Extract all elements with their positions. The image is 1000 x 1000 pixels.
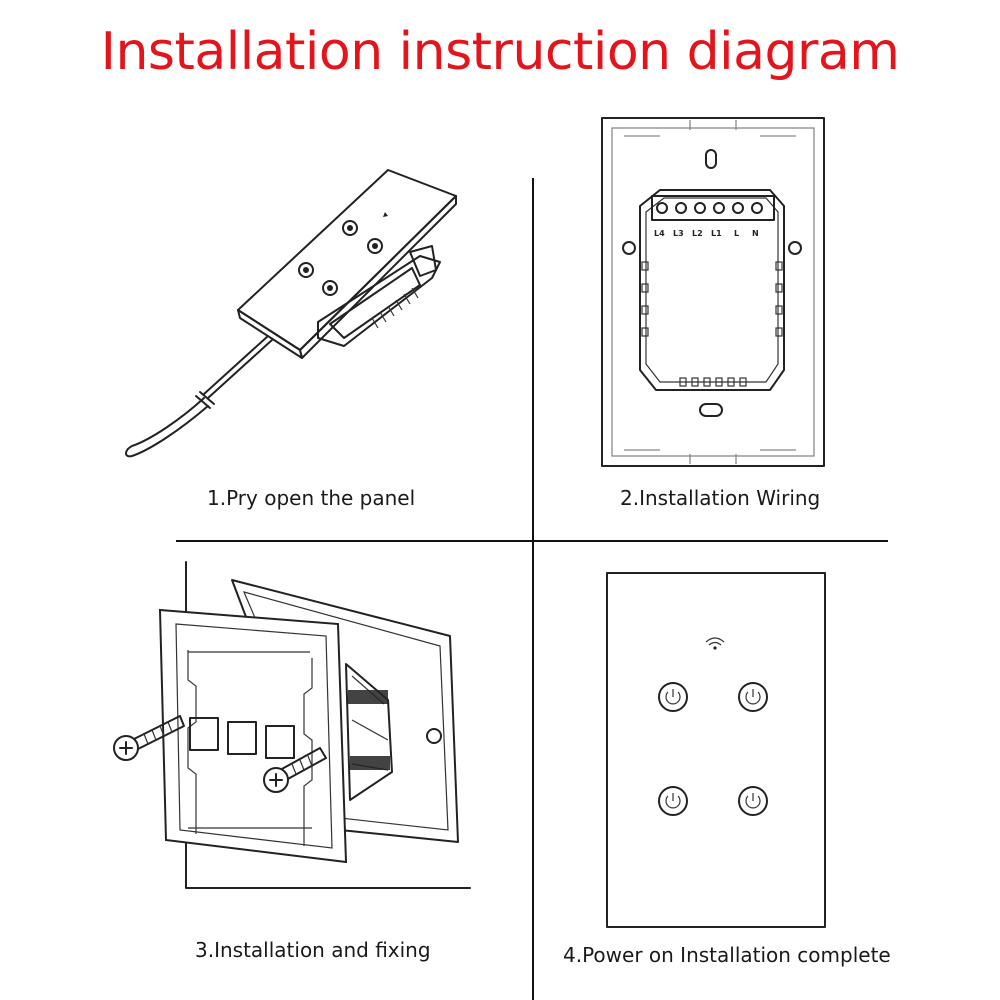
step4-caption: 4.Power on Installation complete bbox=[563, 943, 891, 967]
terminal-label: N bbox=[752, 229, 759, 238]
wifi-icon bbox=[705, 637, 725, 650]
mounting-slot bbox=[699, 403, 723, 417]
terminal-screw-icon bbox=[751, 202, 763, 214]
terminal-label: L2 bbox=[692, 229, 703, 238]
switch-front-panel bbox=[237, 169, 457, 359]
step2-caption: 2.Installation Wiring bbox=[620, 486, 821, 510]
page-title: Installation instruction diagram bbox=[100, 22, 900, 82]
back-plate bbox=[601, 117, 825, 467]
mounting-plate bbox=[158, 608, 348, 864]
power-button bbox=[738, 786, 768, 816]
step1-caption: 1.Pry open the panel bbox=[207, 486, 416, 510]
terminal-screw-icon bbox=[694, 202, 706, 214]
step3-illustration bbox=[113, 561, 471, 889]
terminal-label: L3 bbox=[673, 229, 684, 238]
terminal-screw-icon bbox=[656, 202, 668, 214]
terminal-screw-icon bbox=[713, 202, 725, 214]
power-button bbox=[658, 682, 688, 712]
screw-icon bbox=[263, 747, 327, 793]
power-button bbox=[658, 786, 688, 816]
horizontal-divider bbox=[176, 540, 888, 542]
step4-illustration bbox=[606, 572, 826, 928]
power-button bbox=[738, 682, 768, 712]
step2-illustration: L4 L3 L2 L1 L N bbox=[601, 117, 825, 467]
wifi-indicator-icon bbox=[383, 212, 388, 217]
vertical-divider bbox=[532, 178, 534, 1000]
terminal-screw-icon bbox=[675, 202, 687, 214]
terminal-block bbox=[651, 195, 775, 221]
terminal-screw-icon bbox=[732, 202, 744, 214]
terminal-label: L4 bbox=[654, 229, 665, 238]
screw-icon bbox=[113, 715, 185, 761]
wiring-module bbox=[639, 189, 785, 391]
switch-back-box bbox=[317, 245, 441, 347]
terminal-label: L1 bbox=[711, 229, 722, 238]
step3-caption: 3.Installation and fixing bbox=[195, 938, 431, 962]
step1-illustration bbox=[125, 169, 457, 458]
terminal-label: L bbox=[734, 229, 739, 238]
touch-switch-panel bbox=[606, 572, 826, 928]
mounting-slot bbox=[705, 149, 717, 169]
screwdriver-icon bbox=[125, 335, 273, 458]
